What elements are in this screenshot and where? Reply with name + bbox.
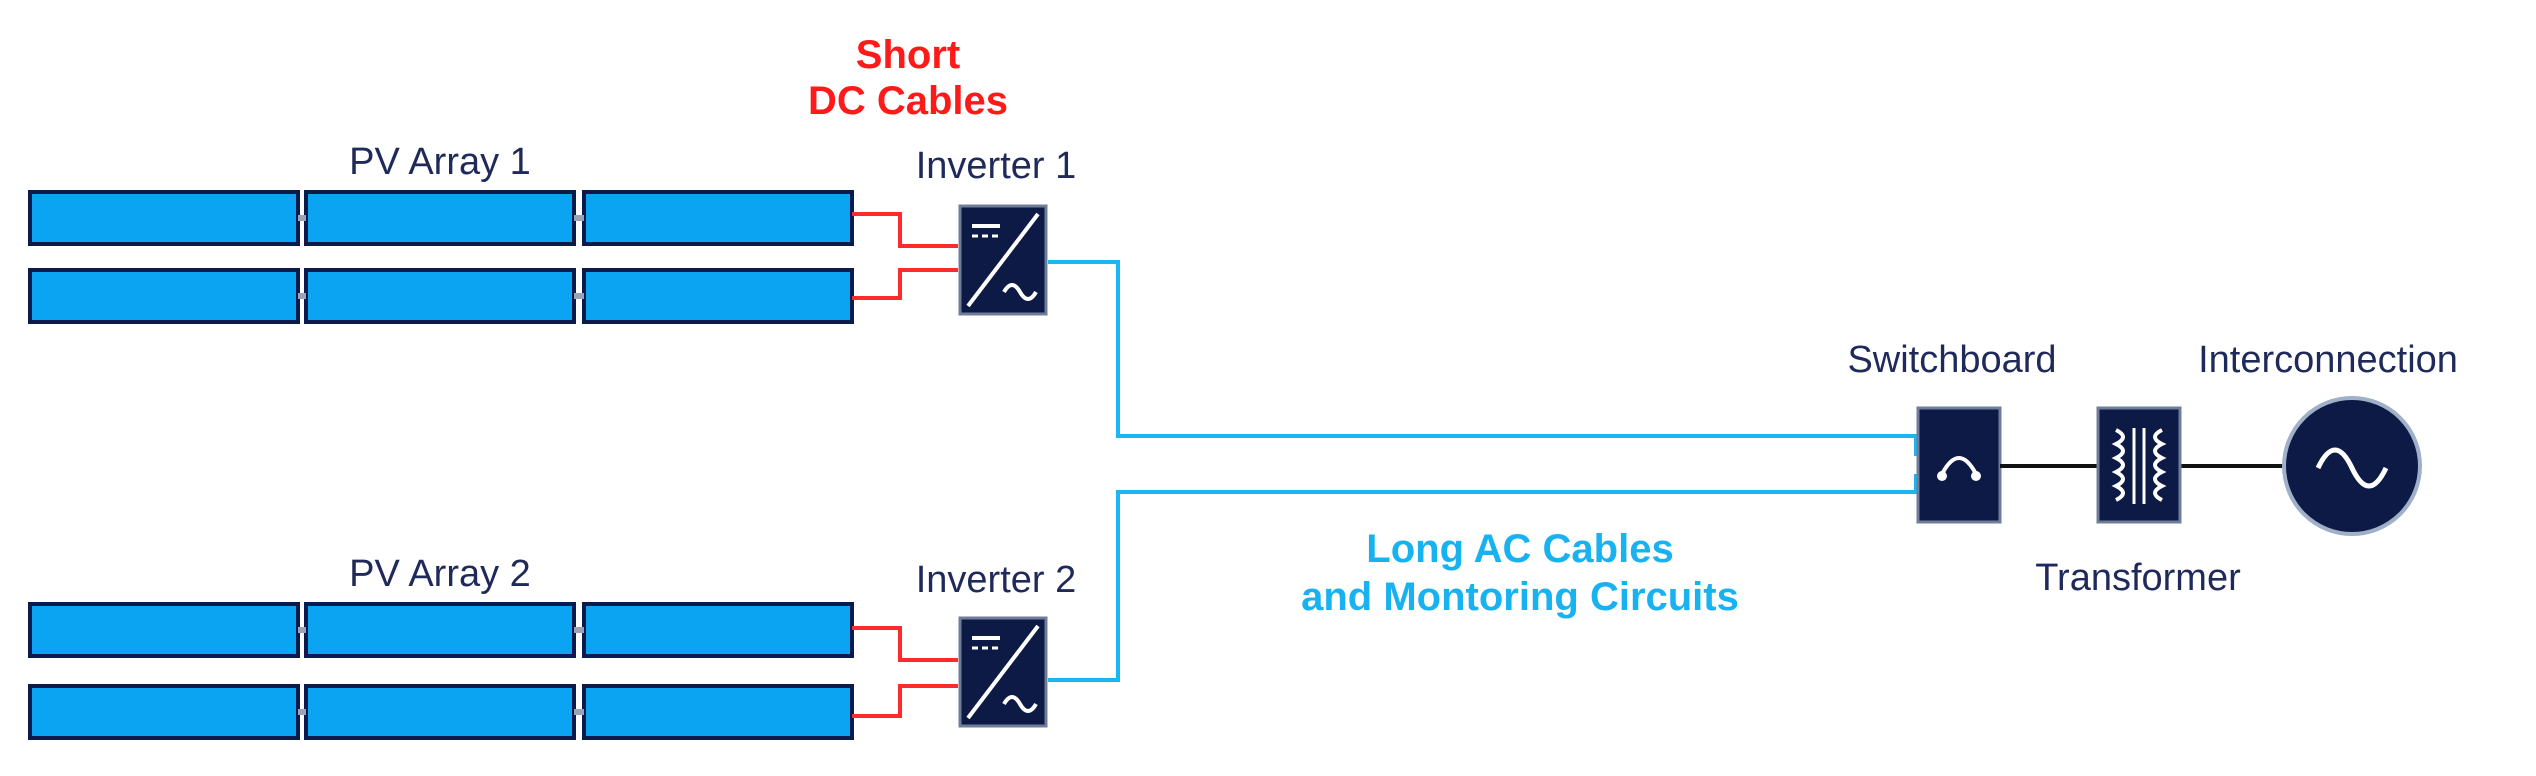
pv-panel	[304, 684, 576, 740]
pv-panel	[582, 268, 854, 324]
pv-array-1-label: PV Array 1	[349, 141, 531, 183]
transformer-coil	[2111, 428, 2125, 502]
inverter-2-label: Inverter 2	[916, 559, 1077, 601]
ac-cable-label-line1: Long AC Cables	[1366, 527, 1673, 571]
ac-cable-1	[1048, 260, 1918, 456]
switchboard-label: Switchboard	[1847, 339, 2056, 381]
inverter-diagonal	[966, 212, 1040, 308]
pv-panel	[582, 684, 854, 740]
pv-panel	[304, 190, 576, 246]
ac-symbol	[1002, 695, 1038, 713]
transformer-icon	[2096, 406, 2182, 524]
switchboard-icon	[1916, 406, 2002, 524]
pv-panel	[28, 602, 300, 658]
switch-symbol	[1940, 456, 1978, 475]
pv-array-1	[28, 190, 854, 324]
interconnection	[2282, 396, 2422, 536]
interconnection-label: Interconnection	[2198, 339, 2458, 381]
pv-panel	[304, 602, 576, 658]
transformer-label: Transformer	[2035, 557, 2241, 599]
dc-cable-label-line1: Short	[856, 33, 960, 77]
switch-contact	[1937, 471, 1947, 481]
transformer-coil	[2153, 428, 2167, 502]
inverter-1-label: Inverter 1	[916, 145, 1077, 187]
pv-panel	[582, 602, 854, 658]
dc-cable	[852, 212, 958, 248]
pv-panel	[28, 190, 300, 246]
dc-cables	[852, 212, 958, 718]
ac-symbol	[1002, 283, 1038, 301]
sine-wave	[2315, 447, 2389, 489]
inverter-2	[958, 616, 1048, 728]
pv-panel	[28, 684, 300, 740]
ac-cable-label-line2: and Montoring Circuits	[1301, 575, 1739, 619]
pv-array-2-label: PV Array 2	[349, 553, 531, 595]
pv-panel	[28, 268, 300, 324]
pv-panel	[582, 190, 854, 246]
ac-cables	[1048, 260, 1918, 682]
transformer	[2096, 406, 2182, 524]
inverter-1	[958, 204, 1048, 316]
dc-cable	[852, 684, 958, 718]
switch-contact	[1971, 471, 1981, 481]
dc-cable	[852, 268, 958, 300]
switchboard	[1916, 406, 2002, 524]
pv-array-2	[28, 602, 854, 740]
dc-cable-label-line2: DC Cables	[808, 79, 1008, 123]
ac-cable-2	[1048, 474, 1918, 682]
pv-panel	[304, 268, 576, 324]
inverter-diagonal	[966, 624, 1040, 720]
dc-cable	[852, 626, 958, 662]
